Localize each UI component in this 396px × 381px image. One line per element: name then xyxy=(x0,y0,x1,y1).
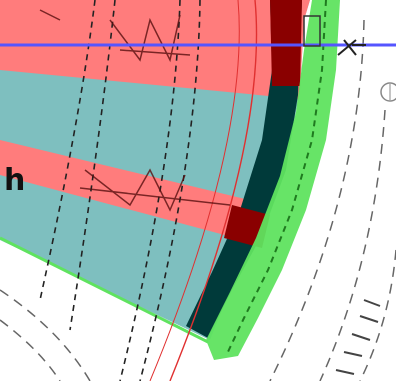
crosshair-icon xyxy=(337,39,366,56)
fragment-label: h xyxy=(4,163,26,198)
dark-red-segment-top xyxy=(262,0,302,86)
thin-red-arc-1 xyxy=(169,0,258,381)
corner-box xyxy=(303,15,321,47)
green-lower-edge xyxy=(0,236,209,344)
scale-ticks xyxy=(335,299,381,375)
inner-dashed-arcs xyxy=(39,0,201,381)
green-outline-band xyxy=(206,0,340,360)
target-circle-icon xyxy=(380,82,396,102)
thin-red-arc-2 xyxy=(149,0,240,381)
outer-dashed-arcs xyxy=(0,19,396,381)
salmon-band-top xyxy=(0,0,310,100)
green-outline-dashes xyxy=(225,0,327,357)
